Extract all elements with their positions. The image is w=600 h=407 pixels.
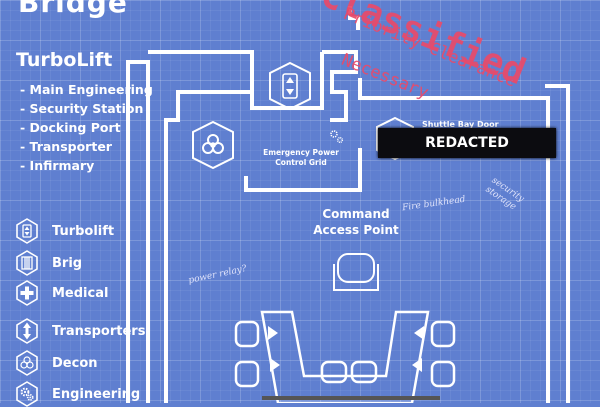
destination-item[interactable]: Docking Port [20, 118, 153, 137]
destination-item[interactable]: Transporter [20, 137, 153, 156]
turbolift-shaft-wall [250, 52, 324, 110]
conference-table [260, 310, 430, 403]
legend-key-brig: Brig [16, 250, 82, 276]
legend-key-label: Turbolift [52, 223, 115, 239]
security-storage-outer-wall [358, 78, 550, 403]
biohazard-icon [16, 350, 38, 376]
legend-key-turbolift: Turbolift [16, 218, 114, 244]
turbolift-destination-list: Main Engineering Security Station Dockin… [20, 80, 153, 175]
turbolift-shaft-wall-right [322, 50, 358, 122]
seating-chairs [234, 320, 456, 388]
north-passage-wall [348, 6, 360, 30]
legend-key-decon: Decon [16, 350, 98, 376]
room-label-under-redaction: Shuttle Bay Door [422, 120, 499, 129]
east-hull-wall [545, 84, 570, 403]
biohazard-map-icon [192, 120, 234, 170]
legend-key-label: Engineering [52, 386, 141, 402]
console-markers [268, 326, 424, 372]
emergency-power-room-wall [244, 148, 362, 192]
turbolift-shaft-wall-left [148, 50, 254, 403]
turbolift-marker-frame [269, 61, 311, 111]
legend-key-label: Transporters [52, 323, 146, 339]
redaction-bar: REDACTED [378, 128, 556, 158]
legend-key-label: Decon [52, 355, 98, 371]
room-label-command[interactable]: Command Access Point [313, 207, 399, 237]
map-title: Bridge [18, 0, 128, 19]
transporter-icon [16, 318, 38, 344]
turbolift-map-icon [282, 73, 298, 99]
redaction-hex-icon [376, 116, 414, 161]
destination-item[interactable]: Main Engineering [20, 80, 153, 99]
destination-item[interactable]: Infirmary [20, 156, 153, 175]
legend-key-label: Medical [52, 285, 109, 301]
legend-key-label: Brig [52, 255, 83, 271]
turbolift-icon [16, 218, 38, 244]
room-label-emergency-power: Emergency Power Control Grid [263, 148, 339, 167]
legend-key-medical: Medical [16, 280, 108, 306]
brig-icon [16, 250, 38, 276]
gears-map-icon [330, 130, 344, 144]
left-corridor-wall [126, 60, 150, 403]
legend-key-transporters: Transporters [16, 318, 145, 344]
command-chair-icon [333, 253, 379, 291]
destination-item[interactable]: Security Station [20, 99, 153, 118]
medical-icon [16, 280, 38, 306]
legend-heading: TurboLift [16, 49, 113, 71]
